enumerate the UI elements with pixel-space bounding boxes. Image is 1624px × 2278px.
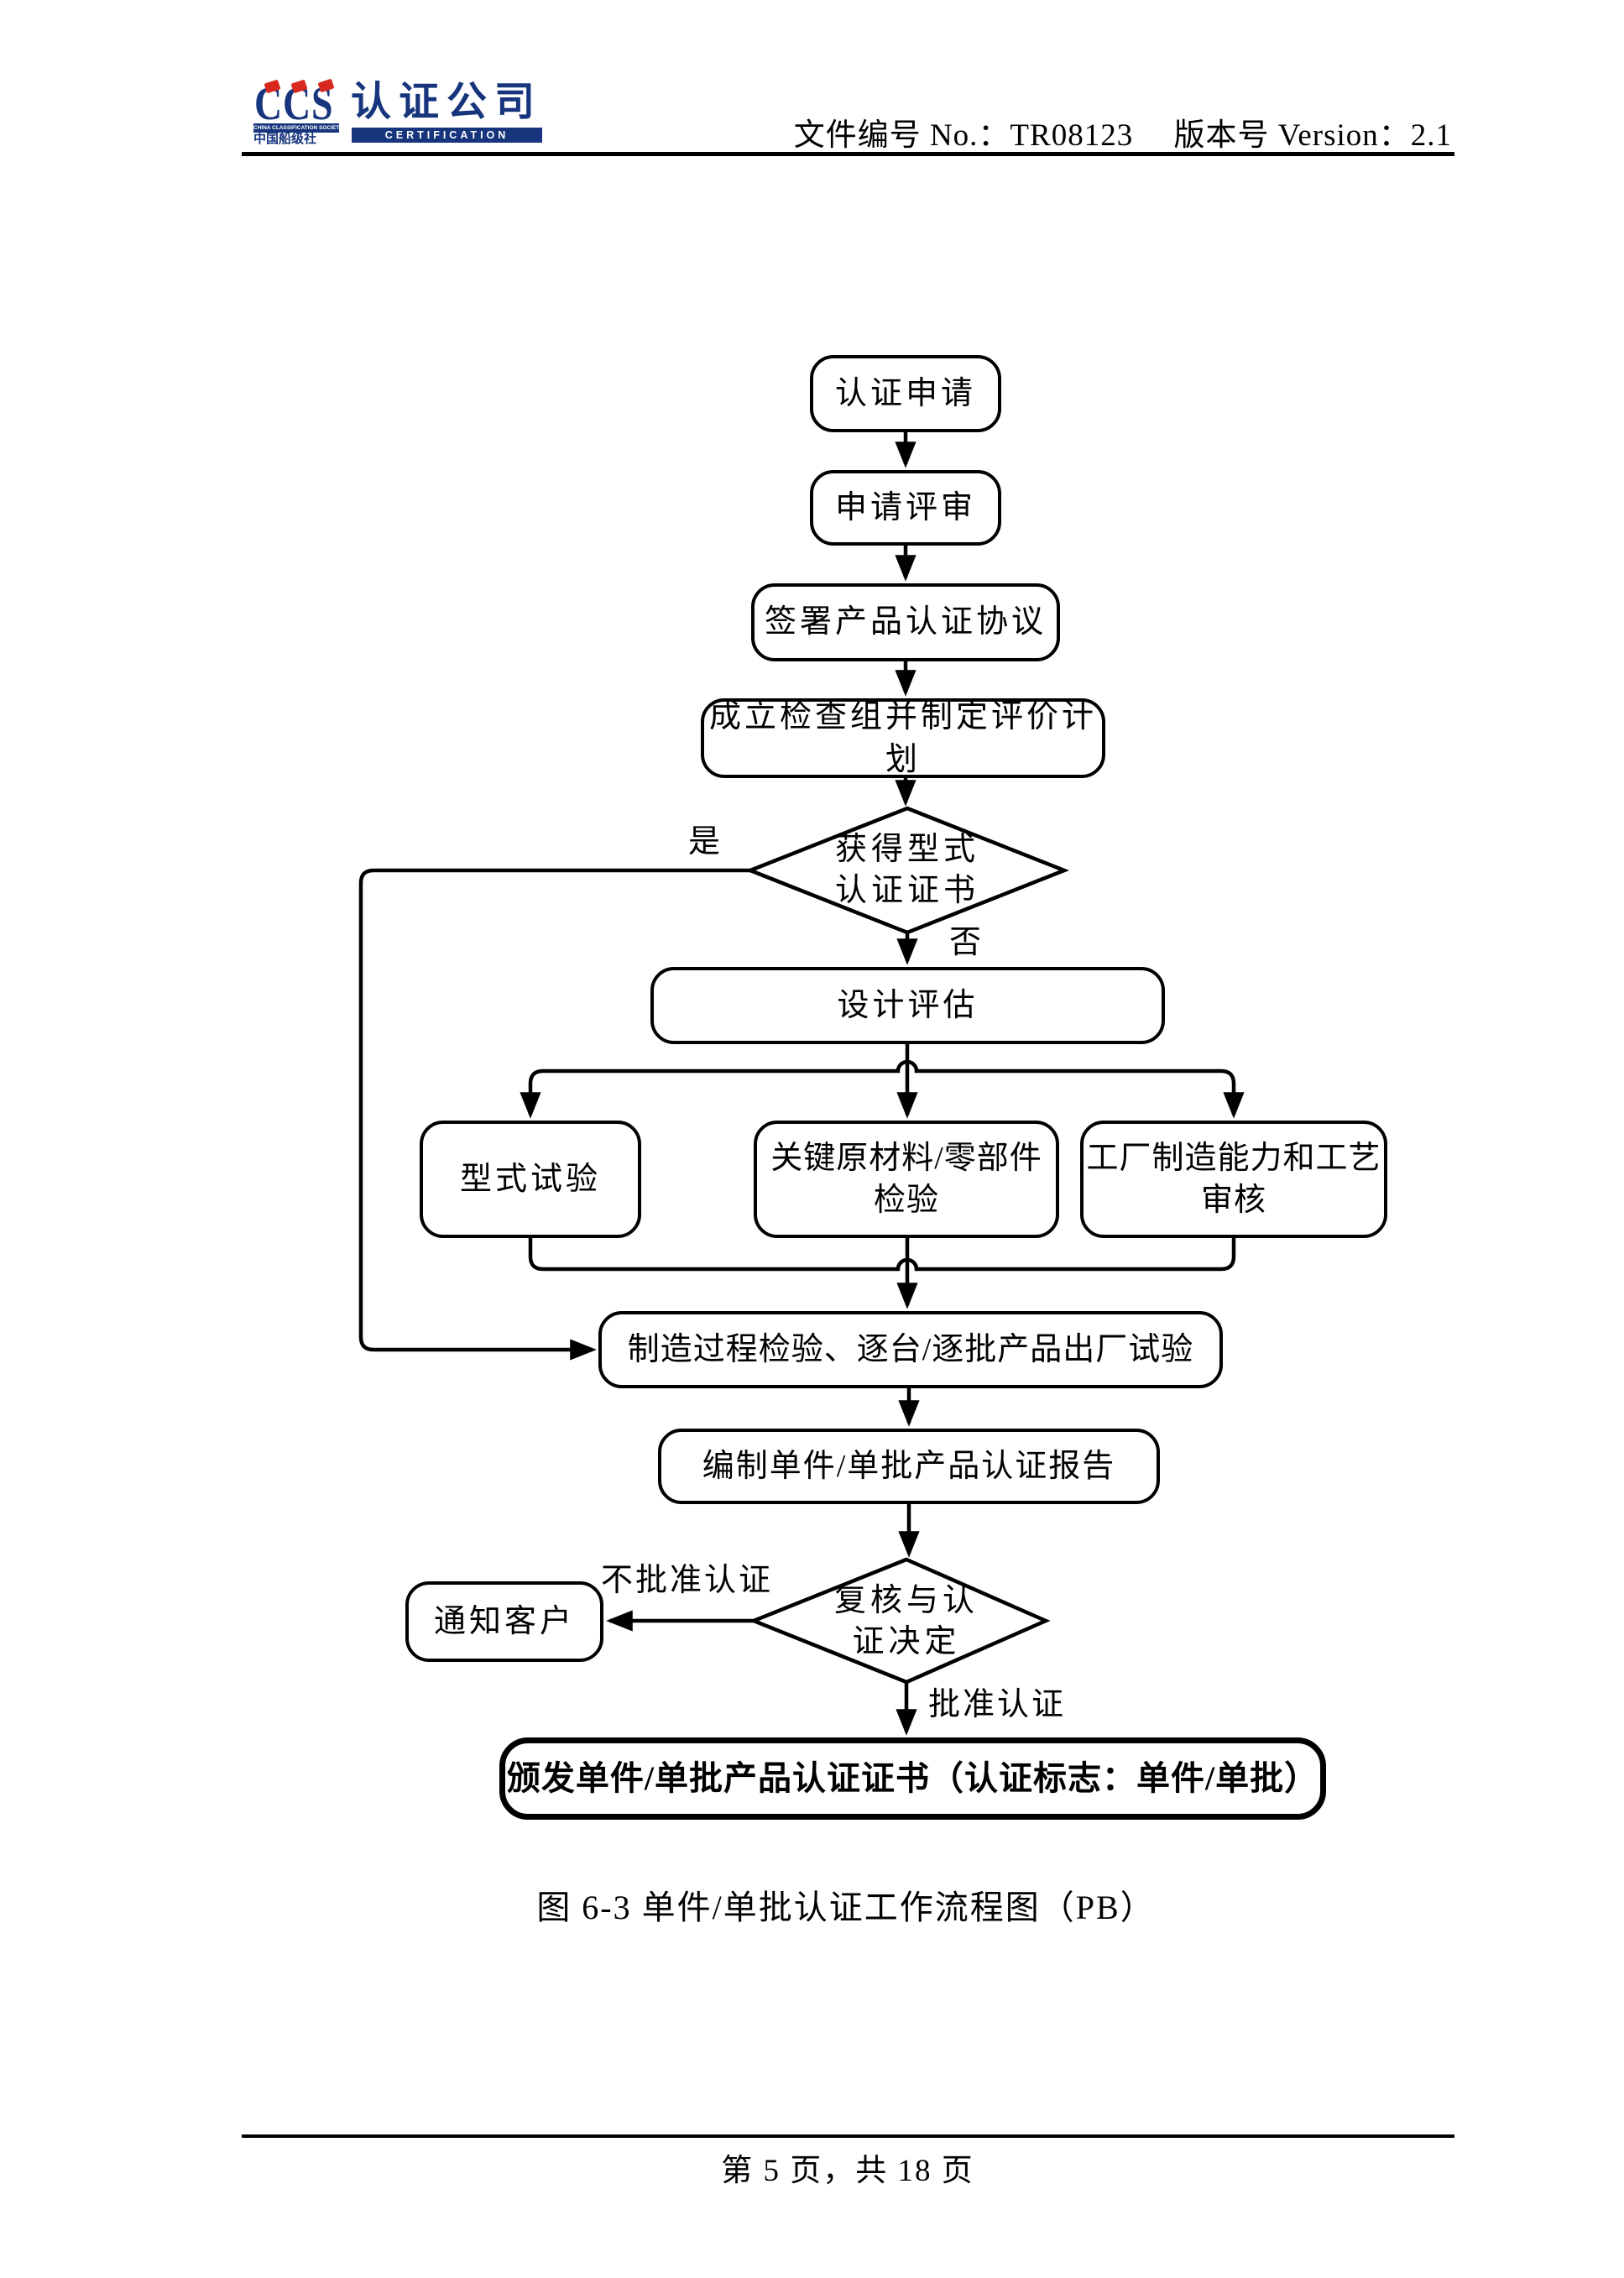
company-cn-label: 认证公司 — [351, 80, 543, 124]
decision-type-cert-line1: 获得型式 — [834, 831, 979, 867]
node-apply-label: 认证申请 — [834, 375, 976, 411]
node-sign: 签署产品认证协议 — [751, 583, 1060, 661]
decision-type-cert-text: 获得型式 认证证书 — [807, 824, 1008, 917]
figure-caption: 图 6-3 单件/单批认证工作流程图（PB） — [536, 1889, 1156, 1926]
node-factory: 工厂制造能力和工艺 审核 — [1080, 1121, 1387, 1238]
header-rule — [242, 152, 1454, 156]
node-process-label: 制造过程检验、逐台/逐批产品出厂试验 — [627, 1331, 1194, 1367]
decision-review-line2: 证决定 — [852, 1624, 961, 1659]
node-review-label: 申请评审 — [834, 489, 976, 525]
decision-type-cert-line2: 认证证书 — [834, 873, 979, 908]
label-yes: 是 — [688, 824, 723, 859]
certification-label: CERTIFICATION — [352, 128, 542, 143]
version-number: 版本号 Version：2.1 — [1173, 118, 1452, 153]
decision-review-text: 复核与认 证决定 — [814, 1576, 999, 1667]
society-en-label: CHINA CLASSIFICATION SOCIETY — [253, 123, 339, 133]
node-factory-line1: 工厂制造能力和工艺 — [1086, 1140, 1381, 1176]
node-factory-line2: 审核 — [1200, 1183, 1266, 1218]
connector-merge-horizontal — [528, 1238, 1236, 1272]
node-process: 制造过程检验、逐台/逐批产品出厂试验 — [598, 1311, 1223, 1388]
society-cn-label: 中国船级社 — [253, 133, 339, 146]
node-design-label: 设计评估 — [837, 987, 979, 1023]
header-doc-info: 文件编号 No.：TR08123 版本号 Version：2.1 — [794, 109, 1452, 154]
label-not-approve: 不批准认证 — [601, 1563, 774, 1598]
connector-split-horizontal — [528, 1059, 1236, 1084]
node-team-label: 成立检查组并制定评价计划 — [708, 699, 1097, 777]
node-material: 关键原材料/零部件 检验 — [754, 1121, 1059, 1238]
node-type-test-label: 型式试验 — [459, 1161, 601, 1197]
node-apply: 认证申请 — [810, 355, 1001, 432]
connector-yes-branch — [358, 868, 750, 1361]
society-cn-text: 中国船级社 — [253, 133, 317, 146]
ccs-logo: CCS CHINA CLASSIFICATION SOCIETY 中国船级社 认… — [252, 76, 587, 159]
label-approve: 批准认证 — [928, 1687, 1067, 1722]
node-issue-label: 颁发单件/单批产品认证证书（认证标志：单件/单批） — [506, 1758, 1319, 1797]
node-report: 编制单件/单批产品认证报告 — [658, 1429, 1160, 1504]
node-type-test: 型式试验 — [420, 1121, 641, 1238]
node-design: 设计评估 — [650, 967, 1165, 1044]
node-team: 成立检查组并制定评价计划 — [701, 698, 1105, 778]
node-notify: 通知客户 — [405, 1581, 603, 1662]
footer-rule — [242, 2134, 1454, 2138]
node-report-label: 编制单件/单批产品认证报告 — [702, 1448, 1116, 1484]
node-issue: 颁发单件/单批产品认证证书（认证标志：单件/单批） — [499, 1737, 1326, 1820]
footer-page-info: 第 5 页，共 18 页 — [721, 2154, 974, 2188]
node-notify-label: 通知客户 — [433, 1603, 575, 1639]
decision-review-line1: 复核与认 — [833, 1582, 979, 1618]
decision-diamond-review — [748, 1557, 1051, 1685]
node-material-line1: 关键原材料/零部件 — [770, 1140, 1042, 1176]
node-material-line2: 检验 — [873, 1183, 939, 1218]
node-review: 申请评审 — [810, 470, 1001, 546]
node-sign-label: 签署产品认证协议 — [764, 604, 1047, 640]
decision-diamond-type-cert — [744, 806, 1070, 935]
doc-number: 文件编号 No.：TR08123 — [793, 118, 1134, 153]
label-no: 否 — [949, 925, 984, 960]
